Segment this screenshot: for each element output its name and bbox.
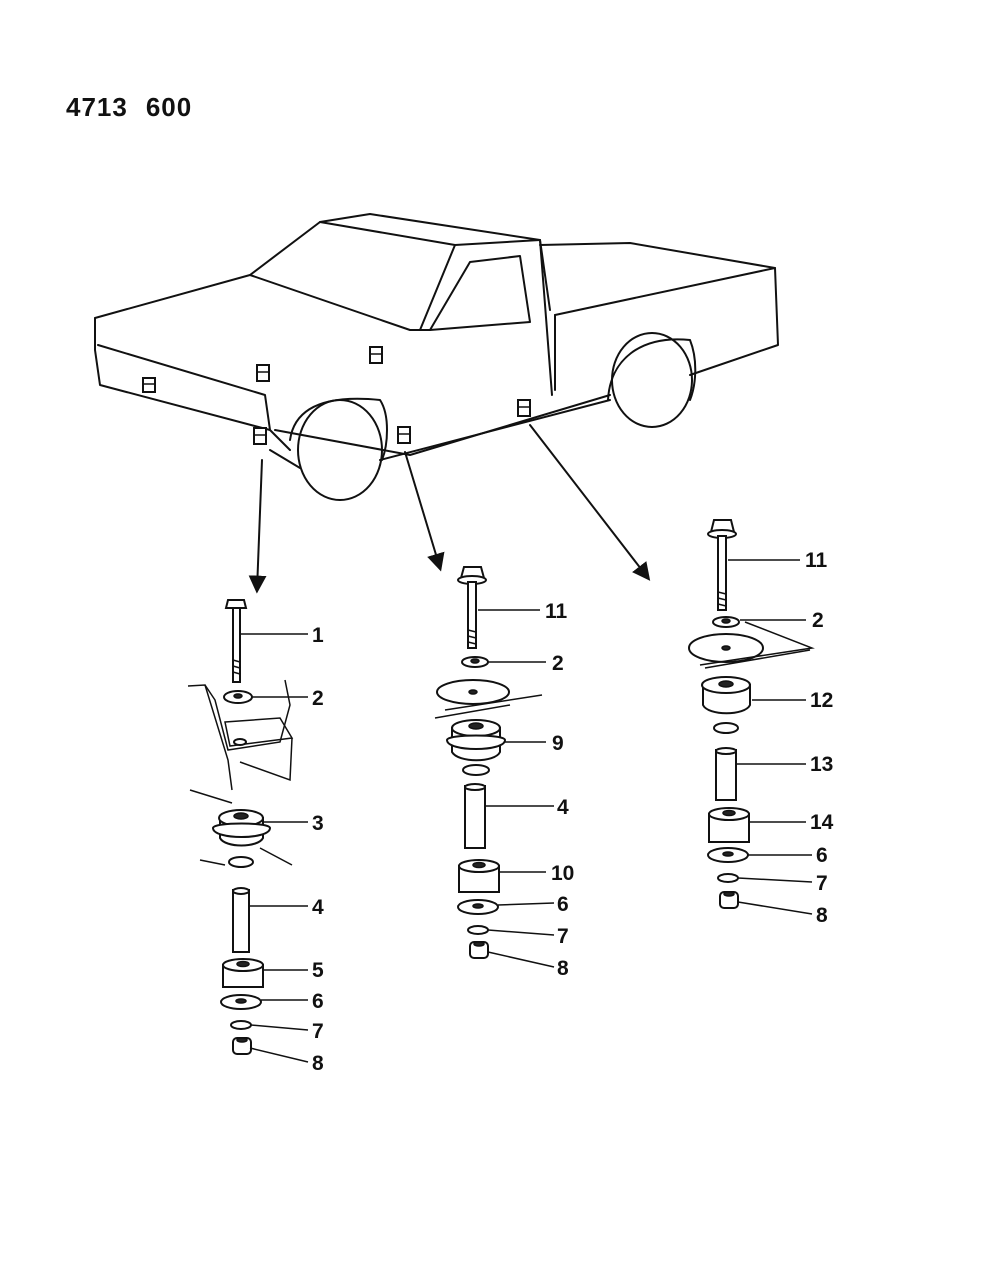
body-floor-plate: [688, 621, 815, 669]
callout-label: 6: [557, 893, 569, 916]
diagram-reference-number: 4713 600: [66, 92, 192, 123]
nut-icon: [232, 1037, 252, 1055]
callout-label: 3: [312, 812, 324, 835]
spacer-collar-icon: [715, 747, 737, 801]
ref-right: 600: [145, 92, 193, 122]
bolt-icon: [457, 566, 487, 649]
lower-cushion-icon: [708, 807, 750, 843]
ref-left: 4713: [66, 92, 128, 122]
pickup-truck-illustration: [94, 213, 779, 501]
arrow-to-group-1: [248, 459, 267, 594]
body-mount-cushion-icon: [445, 719, 507, 776]
spacer-collar-icon: [464, 783, 486, 849]
callout-label: 5: [312, 959, 324, 982]
callout-label: 6: [816, 844, 828, 867]
arrow-to-group-2: [404, 451, 445, 572]
washer-icon: [223, 690, 253, 704]
callout-label: 8: [557, 957, 569, 980]
nut-icon: [469, 941, 489, 959]
callout-label: 14: [810, 811, 834, 834]
washer-icon: [461, 656, 489, 668]
callout-label: 2: [312, 687, 324, 710]
callout-label: 2: [812, 609, 824, 632]
washer-icon: [457, 899, 499, 915]
mount-stud-front-left: [142, 377, 156, 393]
callout-label: 10: [551, 862, 574, 885]
lock-washer-icon: [230, 1020, 252, 1030]
callout-label: 2: [552, 652, 564, 675]
callout-label: 8: [312, 1052, 324, 1075]
washer-icon: [707, 847, 749, 863]
callout-label: 9: [552, 732, 564, 755]
lower-cushion-icon: [458, 859, 500, 893]
mount-group-rear: 11 2 12 13 14 6 7 8: [688, 519, 834, 927]
bolt-icon: [707, 519, 737, 611]
arrow-to-group-3: [529, 424, 651, 581]
mount-stud-front-lower: [253, 427, 267, 445]
callout-label: 7: [312, 1020, 324, 1043]
spacer-collar-icon: [232, 887, 250, 953]
mount-stud-cab-upper: [369, 346, 383, 364]
washer-icon: [220, 994, 262, 1010]
mount-group-middle: 11 2 9 4 10 6 7 8: [434, 566, 574, 980]
body-floor-plate: [434, 679, 543, 719]
callout-label: 11: [545, 600, 568, 623]
callout-label: 6: [312, 990, 324, 1013]
mount-stud-rear: [517, 399, 531, 417]
callout-label: 7: [557, 925, 569, 948]
callout-label: 4: [557, 796, 569, 819]
mount-stud-cab-lower: [397, 426, 411, 444]
washer-icon: [712, 616, 740, 628]
callout-label: 4: [312, 896, 324, 919]
body-mount-cushion-icon: [701, 676, 751, 734]
lower-cushion-icon: [222, 958, 264, 988]
callout-label: 12: [810, 689, 833, 712]
lock-washer-icon: [717, 873, 739, 883]
mount-stud-front-upper: [256, 364, 270, 382]
bolt-icon: [224, 599, 248, 683]
mount-group-front: 1 2 3 4 5 6 7 8: [187, 599, 324, 1075]
lock-washer-icon: [467, 925, 489, 935]
body-mount-cushion-icon: [211, 809, 272, 868]
callout-label: 8: [816, 904, 828, 927]
callout-label: 7: [816, 872, 828, 895]
callout-label: 13: [810, 753, 833, 776]
callout-label: 1: [312, 624, 324, 647]
callout-label: 11: [805, 549, 828, 572]
frame-bracket: [187, 679, 294, 866]
nut-icon: [719, 891, 739, 909]
